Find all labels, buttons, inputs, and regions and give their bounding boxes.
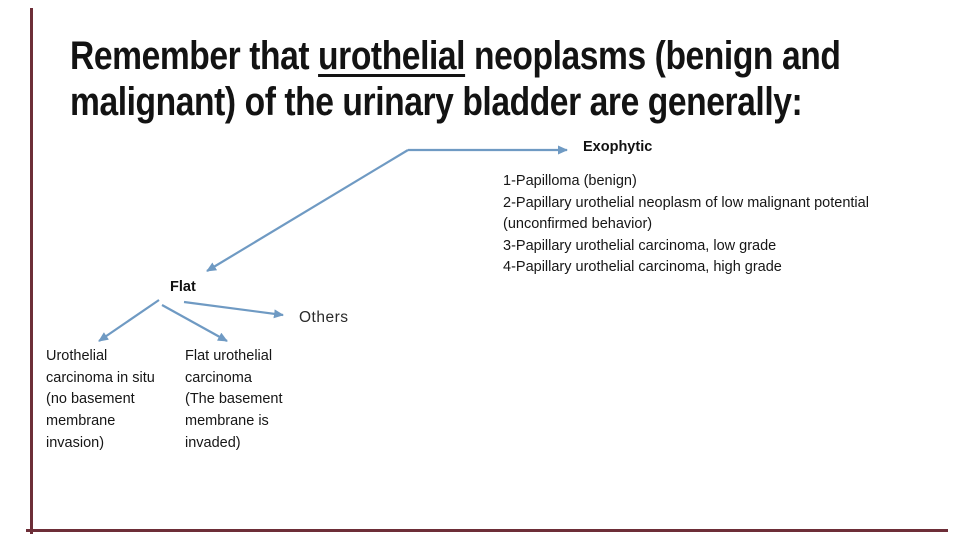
cis-line: invasion) [46, 434, 105, 451]
exophytic-list-line: 2-Papillary urothelial neoplasm of low m… [503, 194, 869, 211]
label-others: Others [299, 309, 349, 326]
slide-border-bottom [26, 529, 948, 532]
invasive-line: Flat urothelial [185, 348, 273, 364]
title-line1-post: neoplasms (benign and [465, 34, 841, 78]
slide-border-left [30, 8, 33, 534]
cis-line: (no basement [46, 391, 135, 408]
arrow-title-to-flat [206, 149, 409, 272]
invasive-line: (The basement [185, 391, 283, 408]
cis-line: Urothelial [46, 348, 108, 364]
exophytic-list-line: (unconfirmed behavior) [503, 216, 653, 233]
exophytic-list-line: 3-Papillary urothelial carcinoma, low gr… [503, 237, 777, 254]
title-line1-pre: Remember that [70, 34, 319, 78]
cis-line: membrane [46, 413, 116, 430]
label-flat: Flat [170, 279, 196, 295]
cis-line: carcinoma in situ [46, 369, 155, 386]
exophytic-list-line: 1-Papilloma (benign) [503, 173, 637, 189]
arrow-flat-to-flat-carcinoma [161, 304, 228, 342]
label-exophytic: Exophytic [583, 139, 653, 155]
arrow-flat-to-others [183, 300, 284, 319]
title-line-1: Remember that urothelial neoplasms (beni… [70, 33, 841, 79]
title-line-2: malignant) of the urinary bladder are ge… [70, 80, 803, 124]
exophytic-list-line: 4-Papillary urothelial carcinoma, high g… [503, 259, 782, 276]
invasive-line: carcinoma [185, 369, 252, 386]
invasive-line: invaded) [185, 434, 241, 451]
exophytic-list: 1-Papilloma (benign) 2-Papillary urothel… [503, 171, 869, 279]
text-flat-urothelial-carcinoma: Flat urothelial carcinoma (The basement … [185, 346, 283, 455]
arrow-flat-to-carcinoma-in-situ [98, 299, 160, 342]
invasive-line: membrane is [185, 413, 269, 430]
title-underlined-term: urothelial [318, 34, 466, 78]
text-urothelial-carcinoma-in-situ: Urothelial carcinoma in situ (no basemen… [46, 346, 155, 455]
slide-title: Remember that urothelial neoplasms (beni… [70, 33, 841, 125]
